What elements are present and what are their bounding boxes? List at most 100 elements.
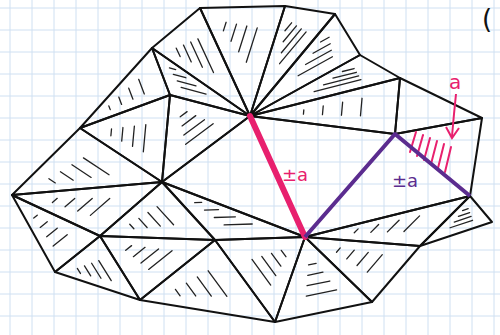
hatch-stroke: [450, 220, 472, 227]
hatch-stroke: [195, 202, 202, 204]
grid-line: [0, 316, 500, 317]
hatch-stroke: [141, 249, 159, 263]
grid-line: [494, 0, 495, 335]
mesh-triangle: [140, 240, 275, 322]
hatch-stroke: [341, 102, 342, 115]
hatch-stroke: [65, 198, 75, 206]
grid-line: [340, 0, 341, 335]
hatch-stroke: [360, 98, 362, 115]
hatch-stroke: [214, 216, 235, 218]
hatch-stroke: [371, 225, 379, 233]
arrow-head: [446, 127, 459, 138]
grid-line: [32, 0, 33, 335]
hatch-stroke: [176, 48, 180, 56]
hatch-stroke: [309, 263, 317, 265]
hatch-stroke: [180, 112, 187, 117]
hatch-stroke: [306, 50, 332, 64]
hatch-stroke: [148, 212, 160, 226]
grid-line: [10, 0, 11, 335]
mesh-triangle: [215, 237, 305, 322]
grid-line: [450, 0, 451, 335]
grid-line: [428, 0, 429, 335]
hatch-stroke: [306, 290, 336, 296]
hatch-stroke: [47, 228, 58, 236]
hatch-stroke: [133, 247, 145, 256]
grid-line: [0, 96, 500, 97]
mesh-triangle: [162, 95, 250, 182]
hatch-stroke: [130, 224, 134, 229]
hatch-stroke: [321, 37, 330, 42]
grid-line: [0, 250, 500, 251]
grid-line: [54, 0, 55, 335]
hatch-stroke: [198, 39, 214, 73]
mesh-triangle: [152, 8, 250, 116]
grid-line: [208, 0, 209, 335]
mesh-triangle: [12, 128, 162, 195]
mesh-triangle: [12, 195, 100, 272]
hatch-stroke: [283, 26, 296, 42]
hatch-stroke: [182, 116, 196, 126]
hatch-stroke: [53, 235, 67, 246]
mesh-triangle: [12, 182, 162, 236]
grid-line: [472, 0, 473, 335]
hatch-stroke: [281, 250, 286, 256]
hatch-stroke: [387, 220, 399, 232]
edge-label: ±a: [392, 172, 418, 190]
hatch-stroke: [224, 223, 252, 225]
mesh: [12, 6, 492, 322]
hatch-stroke: [175, 289, 180, 295]
leader-arrow: [452, 94, 456, 136]
hatch-stroke: [262, 256, 276, 275]
purple-path: [305, 134, 470, 237]
hatch-stroke: [109, 106, 110, 110]
cut-text: (: [482, 6, 492, 32]
hatch-stroke: [208, 271, 227, 297]
hatch-stroke: [90, 199, 109, 216]
mesh-triangle: [55, 236, 140, 300]
grid-line: [0, 184, 500, 185]
hatch-stroke: [438, 144, 444, 168]
hatch-stroke: [239, 26, 247, 52]
hatch-stroke: [92, 263, 101, 278]
hatch-stroke: [119, 97, 122, 104]
mesh-triangle: [250, 55, 400, 116]
hatch-stroke: [157, 207, 174, 225]
mesh-triangle: [420, 196, 492, 246]
grid-line: [0, 228, 500, 229]
hatch-stroke: [110, 129, 112, 136]
grid-line: [0, 162, 500, 163]
hatch-stroke: [347, 250, 354, 259]
grid-line: [362, 0, 363, 335]
hatch-stroke: [143, 125, 145, 152]
hatch-stroke: [177, 81, 196, 86]
hatch-stroke: [463, 209, 469, 211]
grid-line: [0, 140, 500, 141]
grid-line: [0, 74, 500, 75]
hatch-stroke: [307, 281, 330, 286]
hatch-stroke: [129, 88, 133, 99]
hatch-stroke: [231, 24, 236, 41]
hatch-stroke: [186, 124, 213, 145]
hatch-stroke: [133, 126, 135, 146]
edge-label: ±a: [282, 166, 308, 184]
hatch-stroke: [303, 110, 305, 114]
hatch-stroke: [252, 259, 271, 285]
hatch-stroke: [149, 251, 172, 270]
hatch-stroke: [272, 253, 281, 266]
hatch-stroke: [173, 74, 185, 77]
hatch-stroke: [183, 45, 191, 62]
hatch-stroke: [458, 213, 469, 217]
hatch-stroke: [186, 283, 195, 296]
hatch-stroke: [126, 246, 132, 251]
hatch-stroke: [367, 255, 382, 272]
hatch-stroke: [72, 165, 91, 178]
hatch-stroke: [357, 252, 368, 265]
hatch-stroke: [34, 215, 38, 218]
hatch-stroke: [99, 261, 111, 281]
hatch-stroke: [139, 218, 147, 227]
grid-line: [406, 0, 407, 335]
hatch-stroke: [52, 198, 57, 202]
hatch-stroke: [181, 87, 206, 94]
